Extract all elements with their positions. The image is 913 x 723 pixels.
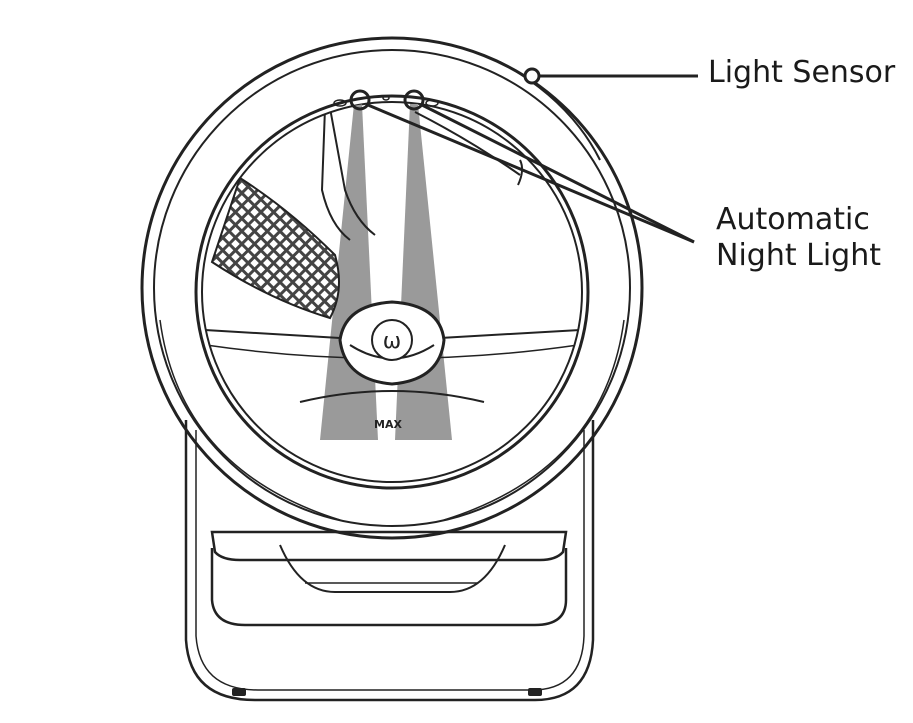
globe-outer xyxy=(140,36,644,540)
night-light-emitter-right xyxy=(403,89,425,111)
max-fill-mark: MAX xyxy=(374,418,402,431)
label-night-light-line2: Night Light xyxy=(716,238,881,273)
night-light-emitters xyxy=(349,89,425,111)
window-interior xyxy=(204,104,581,440)
light-sensor-marker xyxy=(523,67,541,85)
label-automatic-night-light: Automatic Night Light xyxy=(716,202,881,274)
leader-night-light-left xyxy=(367,103,695,244)
leader-night-light-right xyxy=(421,103,695,244)
label-night-light-line1: Automatic xyxy=(716,202,870,237)
window xyxy=(194,94,590,490)
sensor-strip xyxy=(333,95,439,107)
brand-logo: ω xyxy=(383,329,401,354)
drawer xyxy=(210,530,568,627)
mesh-panel xyxy=(210,176,340,320)
night-light-emitter-left xyxy=(349,89,371,111)
unit-base xyxy=(184,420,595,702)
unit-feet xyxy=(232,688,542,696)
leader-lines xyxy=(367,74,698,244)
label-light-sensor: Light Sensor xyxy=(708,55,896,90)
